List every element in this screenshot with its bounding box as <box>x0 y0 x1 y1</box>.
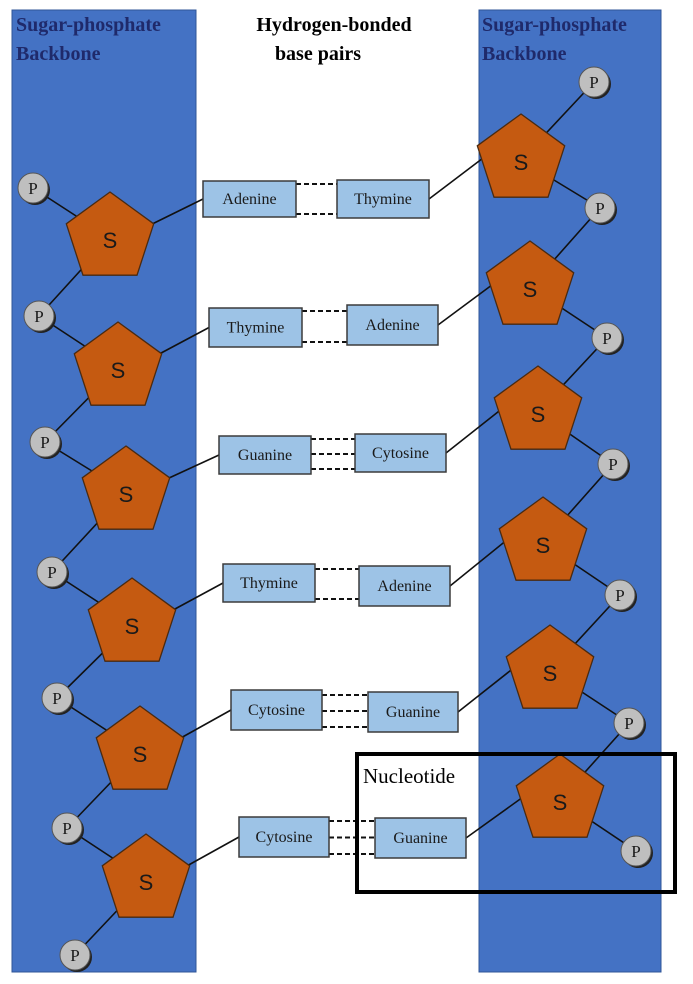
phosphate-label: P <box>615 586 624 605</box>
right-sugar <box>515 753 605 838</box>
left-phosphate <box>51 812 83 844</box>
sugar-label: S <box>103 228 118 253</box>
base-label-left: Cytosine <box>256 829 313 846</box>
right-phosphate <box>584 192 616 224</box>
left-sugar <box>65 191 155 276</box>
right-phosphate <box>604 579 636 611</box>
base-box-right <box>374 817 467 859</box>
base-box-left <box>208 307 303 348</box>
sugar-label: S <box>553 790 568 815</box>
sugar-label: S <box>536 533 551 558</box>
left-phosphate <box>36 556 68 588</box>
nucleotide-label: Nucleotide <box>363 764 455 788</box>
sugar-label: S <box>514 150 529 175</box>
sugar-base-bond <box>437 278 501 326</box>
phosphate-label: P <box>47 563 56 582</box>
left-header-line1: Sugar-phosphate <box>16 14 161 36</box>
base-label-right: Adenine <box>365 317 419 334</box>
base-box-left <box>222 563 316 603</box>
phosphate-label: P <box>602 329 611 348</box>
left-phosphate <box>23 300 55 332</box>
sugar-label: S <box>543 661 558 686</box>
center-header-line2: base pairs <box>275 43 361 65</box>
phosphate-label: P <box>28 179 37 198</box>
base-label-right: Cytosine <box>372 445 429 462</box>
base-label-right: Guanine <box>393 830 447 847</box>
right-sugar <box>505 624 595 709</box>
base-box-left <box>202 180 297 218</box>
left-header-line2: Backbone <box>16 43 101 65</box>
base-label-left: Guanine <box>238 447 292 464</box>
left-phosphate <box>41 682 73 714</box>
base-box-left <box>238 816 330 858</box>
right-phosphate <box>597 448 629 480</box>
left-sugar <box>87 577 177 662</box>
sugar-label: S <box>111 358 126 383</box>
phosphate-label: P <box>631 842 640 861</box>
sugar-base-bond <box>465 791 531 839</box>
base-box-right <box>354 433 447 473</box>
base-box-left <box>230 689 323 731</box>
base-label-right: Thymine <box>354 191 412 208</box>
base-label-left: Adenine <box>222 191 276 208</box>
phosphate-label: P <box>70 946 79 965</box>
sugar-base-bond <box>428 151 492 200</box>
phosphate-label: P <box>40 433 49 452</box>
sugar-label: S <box>133 742 148 767</box>
left-phosphate <box>59 939 91 971</box>
phosphate-label: P <box>589 73 598 92</box>
phosphate-label: P <box>595 199 604 218</box>
right-header-line2: Backbone <box>482 43 567 65</box>
left-sugar <box>81 445 171 530</box>
left-phosphate <box>17 172 49 204</box>
sugar-base-bond <box>457 662 521 713</box>
base-label-left: Cytosine <box>248 702 305 719</box>
base-box-right <box>336 179 430 219</box>
phosphate-label: P <box>624 714 633 733</box>
sugar-label: S <box>125 614 140 639</box>
sugar-label: S <box>523 277 538 302</box>
sugar-label: S <box>119 482 134 507</box>
sugar-label: S <box>139 870 154 895</box>
left-sugar <box>73 321 163 406</box>
base-box-right <box>367 691 459 733</box>
base-label-right: Adenine <box>377 578 431 595</box>
sugar-label: S <box>531 402 546 427</box>
phosphate-label: P <box>608 455 617 474</box>
base-box-left <box>218 435 312 475</box>
left-sugar <box>101 833 191 918</box>
right-sugar <box>476 113 566 198</box>
center-header-line1: Hydrogen-bonded <box>256 14 411 36</box>
right-phosphate <box>620 835 652 867</box>
base-label-right: Guanine <box>386 704 440 721</box>
phosphate-label: P <box>62 819 71 838</box>
right-phosphate <box>578 66 610 98</box>
right-sugar <box>485 240 575 325</box>
base-label-left: Thymine <box>240 575 298 592</box>
base-label-left: Thymine <box>227 320 285 337</box>
right-header-line1: Sugar-phosphate <box>482 14 627 36</box>
phosphate-label: P <box>34 307 43 326</box>
left-phosphate <box>29 426 61 458</box>
base-box-right <box>346 304 439 346</box>
right-phosphate <box>613 707 645 739</box>
right-sugar <box>493 365 583 450</box>
phosphate-label: P <box>52 689 61 708</box>
left-sugar <box>95 705 185 790</box>
sugar-base-bond <box>449 534 514 587</box>
nucleotide-box <box>355 752 677 894</box>
right-phosphate <box>591 322 623 354</box>
base-box-right <box>358 565 451 607</box>
right-sugar <box>498 496 588 581</box>
sugar-base-bond <box>445 403 509 454</box>
